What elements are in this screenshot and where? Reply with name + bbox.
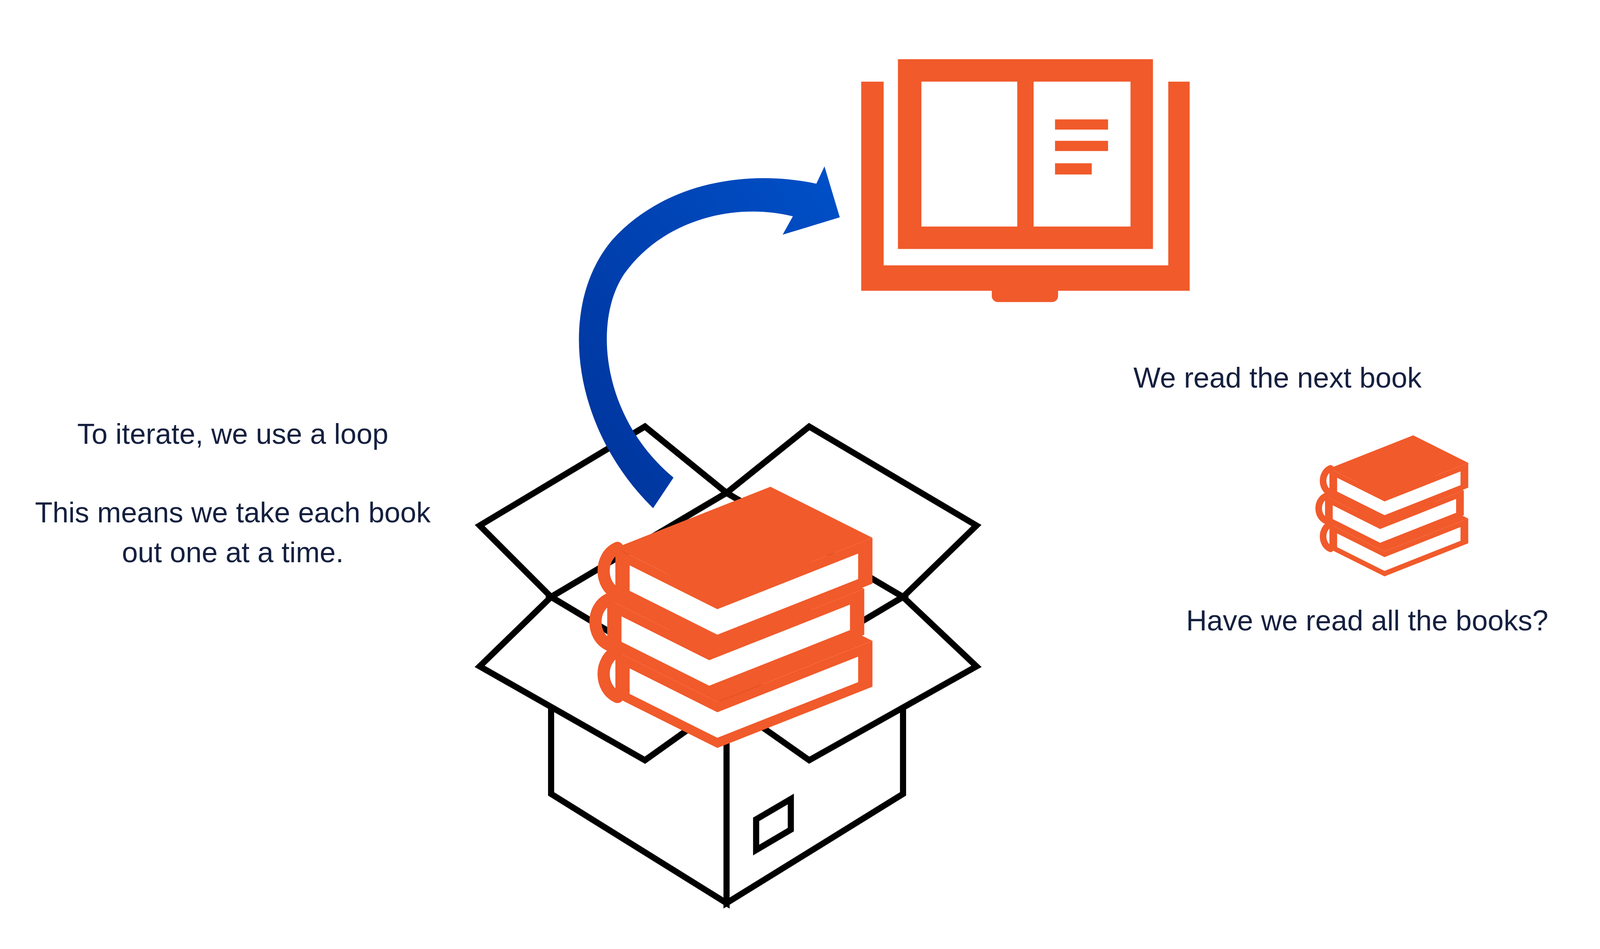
text-line	[1055, 140, 1109, 152]
book-stack	[595, 486, 873, 748]
book-tab	[991, 285, 1058, 303]
text-line	[1055, 119, 1109, 130]
curved-arrow	[578, 166, 840, 508]
open-book-icon	[861, 58, 1190, 302]
book-pages	[898, 58, 1154, 249]
book-page	[1033, 81, 1131, 227]
question-text: Have we read all the books?	[1167, 600, 1567, 641]
book-stack-small	[1318, 435, 1469, 577]
note-text: To iterate, we use a loop	[21, 413, 445, 454]
note-text: This means we take each book out one at …	[21, 492, 445, 572]
text-line	[1055, 163, 1092, 175]
book-page	[921, 81, 1018, 227]
open-box	[479, 426, 977, 903]
step-text: We read the next book	[1078, 357, 1477, 398]
box-label	[756, 798, 791, 850]
